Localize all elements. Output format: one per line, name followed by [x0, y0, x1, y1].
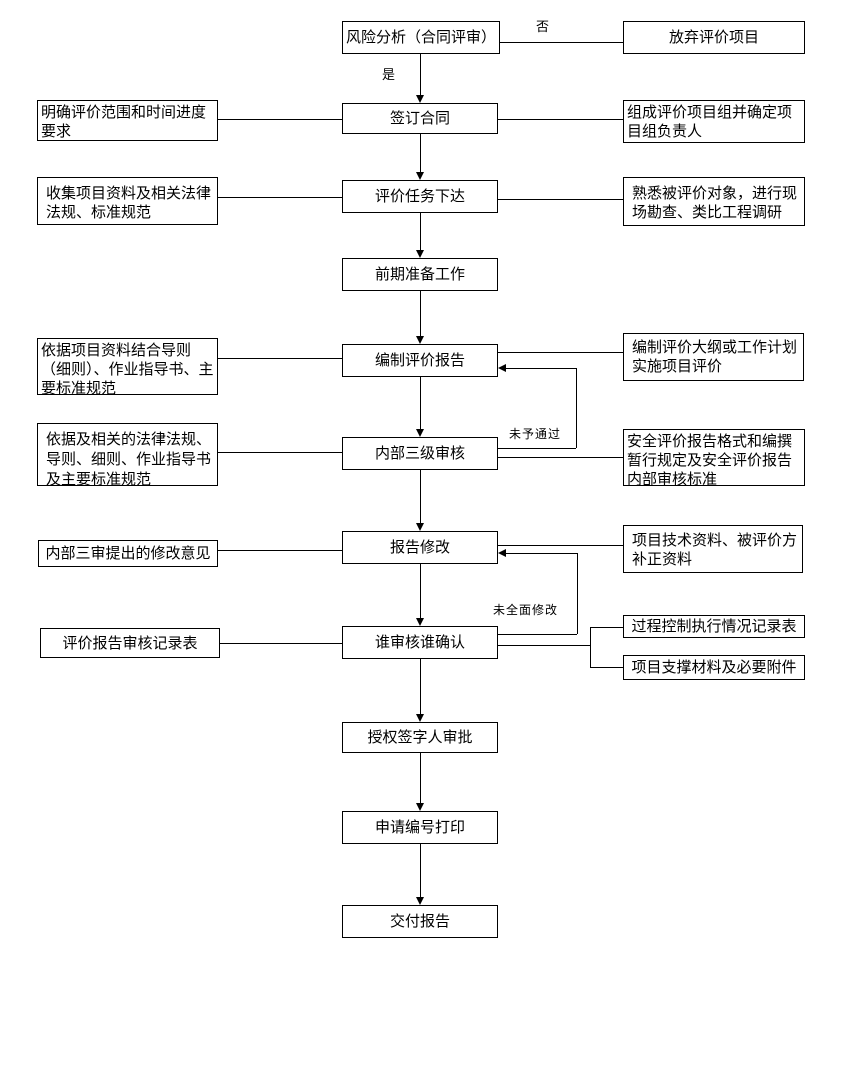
arrowhead-down-icon	[416, 95, 424, 103]
node-report-format: 安全评价报告格式和编撰暂行规定及安全评价报告内部审核标准	[623, 429, 805, 488]
connector-revision-to-techdata	[498, 545, 623, 546]
connector-risk-to-sign	[420, 54, 421, 95]
arrowhead-down-icon	[416, 897, 424, 905]
connector-sign-to-task	[420, 134, 421, 172]
connector-laws-to-review	[218, 452, 342, 453]
feedback-not-approved-bottom	[498, 448, 576, 449]
label-not-fully-revised: 未全面修改	[493, 603, 559, 617]
node-deliver-report: 交付报告	[342, 905, 498, 938]
label-yes: 是	[382, 68, 398, 83]
connector-opinions-to-revision	[218, 550, 342, 551]
node-scope-requirement: 明确评价范围和时间进度要求	[37, 100, 218, 141]
bracket-to-process-record	[590, 627, 623, 628]
arrowhead-down-icon	[416, 803, 424, 811]
connector-approval-to-print	[420, 753, 421, 803]
feedback-not-approved-vertical	[576, 368, 577, 448]
node-basis-laws: 依据及相关的法律法规、导则、细则、作业指导书及主要标准规范	[37, 423, 218, 488]
node-basis-guidelines: 依据项目资料结合导则（细则）、作业指导书、主要标准规范	[37, 338, 218, 397]
feedback-not-approved-top	[506, 368, 576, 369]
connector-revision-to-confirm	[420, 564, 421, 618]
node-revision-opinions: 内部三审提出的修改意见	[38, 540, 218, 567]
connector-draft-to-review	[420, 377, 421, 429]
node-internal-review: 内部三级审核	[342, 437, 498, 470]
arrowhead-down-icon	[416, 250, 424, 258]
node-review-record: 评价报告审核记录表	[40, 628, 220, 658]
node-team-formation: 组成评价项目组并确定项目组负责人	[623, 100, 805, 143]
arrowhead-left-icon	[498, 549, 506, 557]
node-familiarize: 熟悉被评价对象，进行现场勘查、类比工程调研	[623, 177, 805, 226]
feedback-not-revised-top	[506, 553, 577, 554]
node-tech-data: 项目技术资料、被评价方补正资料	[623, 525, 803, 573]
connector-draft-to-outline	[498, 352, 623, 353]
label-no: 否	[536, 20, 552, 35]
connector-review-to-revision	[420, 470, 421, 523]
arrowhead-down-icon	[416, 429, 424, 437]
node-apply-number-print: 申请编号打印	[342, 811, 498, 844]
connector-scope-to-sign	[218, 119, 342, 120]
node-sign-contract: 签订合同	[342, 103, 498, 134]
connector-sign-to-team	[498, 119, 623, 120]
node-draft-report: 编制评价报告	[342, 344, 498, 377]
arrowhead-left-icon	[498, 364, 506, 372]
connector-risk-to-abandon	[500, 42, 623, 43]
node-collect-data: 收集项目资料及相关法律法规、标准规范	[37, 177, 218, 225]
connector-prep-to-draft	[420, 291, 421, 336]
connector-task-to-familiarize	[498, 199, 623, 200]
connector-basis-to-draft	[218, 358, 342, 359]
feedback-not-revised-vertical	[577, 553, 578, 634]
arrowhead-down-icon	[416, 172, 424, 180]
arrowhead-down-icon	[416, 336, 424, 344]
node-signatory-approval: 授权签字人审批	[342, 722, 498, 753]
node-reviewer-confirm: 谁审核谁确认	[342, 626, 498, 659]
node-risk-analysis: 风险分析（合同评审）	[342, 21, 500, 54]
node-report-revision: 报告修改	[342, 531, 498, 564]
connector-review-to-format	[498, 457, 623, 458]
feedback-not-revised-bottom	[498, 634, 577, 635]
label-not-approved: 未予通过	[509, 427, 562, 441]
arrowhead-down-icon	[416, 523, 424, 531]
node-task-assign: 评价任务下达	[342, 180, 498, 213]
connector-task-to-prep	[420, 213, 421, 250]
bracket-stem	[498, 645, 590, 646]
connector-collect-to-task	[218, 197, 342, 198]
connector-print-to-deliver	[420, 844, 421, 897]
node-process-control-record: 过程控制执行情况记录表	[623, 615, 805, 638]
node-supporting-materials: 项目支撑材料及必要附件	[623, 655, 805, 680]
node-preparation: 前期准备工作	[342, 258, 498, 291]
arrowhead-down-icon	[416, 618, 424, 626]
node-outline-plan: 编制评价大纲或工作计划实施项目评价	[623, 333, 804, 381]
connector-confirm-to-approval	[420, 659, 421, 714]
bracket-to-supporting	[590, 667, 623, 668]
connector-record-to-confirm	[220, 643, 342, 644]
node-abandon: 放弃评价项目	[623, 21, 805, 54]
arrowhead-down-icon	[416, 714, 424, 722]
bracket-vertical	[590, 627, 591, 668]
